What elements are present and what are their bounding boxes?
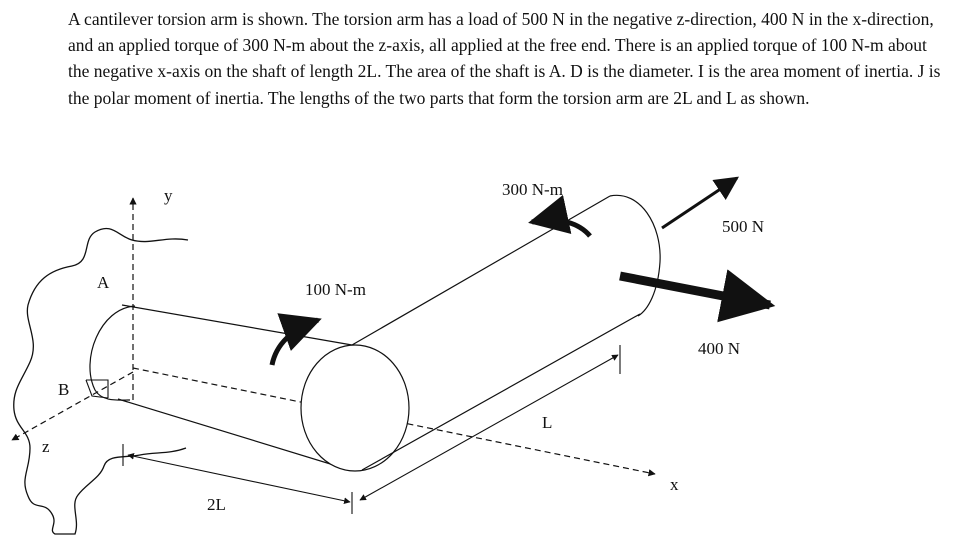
torque-100-arrow (269, 313, 322, 366)
arm-l-top-edge (351, 195, 611, 346)
point-b-label: B (58, 380, 69, 399)
wall-support (13, 227, 189, 535)
shaft-2l-near-end (89, 305, 136, 401)
force-400-arrow (619, 269, 776, 323)
z-axis (11, 371, 134, 441)
dimension-2l-line (127, 453, 351, 504)
problem-statement: A cantilever torsion arm is shown. The t… (68, 9, 941, 108)
length-l-label: L (542, 413, 552, 432)
y-axis-label: y (164, 186, 173, 205)
length-2l-label: 2L (207, 495, 226, 514)
torque-300-label: 300 N-m (502, 180, 563, 199)
z-axis-label: z (42, 437, 50, 456)
point-b-marker (85, 379, 109, 399)
arm-l-end-cap (609, 194, 661, 317)
torque-300-arrow (528, 194, 592, 238)
force-400-label: 400 N (698, 339, 740, 358)
force-500-arrow (661, 176, 739, 230)
force-500-label: 500 N (722, 217, 764, 236)
dimension-l-line (359, 354, 619, 501)
point-a-label: A (97, 273, 110, 292)
shaft-2l-top-edge (121, 304, 353, 346)
x-axis-label: x (670, 475, 679, 494)
torque-100-label: 100 N-m (305, 280, 366, 299)
